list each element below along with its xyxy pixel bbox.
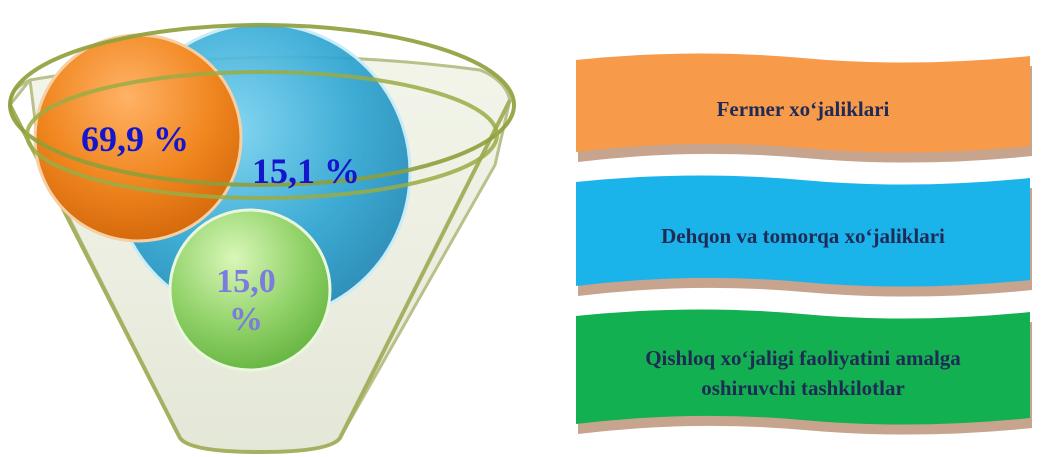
segment-label-green-line2: % [229, 301, 263, 338]
legend-item-fermer: Fermer xo‘jaliklari [572, 50, 1034, 168]
banner-blue [576, 175, 1032, 297]
segment-label-green-line1: 15,0 [216, 263, 276, 300]
legend-label-qishloq: Qishloq xo‘jaligi faoliyatini amalga osh… [645, 346, 961, 400]
banner-orange [576, 53, 1032, 163]
funnel-rim-inner [25, 70, 499, 200]
segment-label-orange: 69,9 % [81, 119, 189, 159]
legend-label-fermer: Fermer xo‘jaliklari [716, 97, 890, 121]
legend-item-qishloq: Qishloq xo‘jaligi faoliyatini amalga osh… [572, 306, 1034, 440]
banner-green [576, 309, 1032, 435]
segment-circle-green [168, 208, 332, 372]
funnel-diagram: 69,9 % 15,1 % 15,0 % [8, 22, 516, 455]
funnel-outline [8, 99, 512, 455]
funnel-rim-outer [8, 23, 516, 187]
segment-label-blue: 15,1 % [252, 151, 360, 191]
legend-label-dehqon: Dehqon va tomorqa xo‘jaliklari [661, 224, 945, 248]
legend-item-dehqon: Dehqon va tomorqa xo‘jaliklari [572, 172, 1034, 300]
